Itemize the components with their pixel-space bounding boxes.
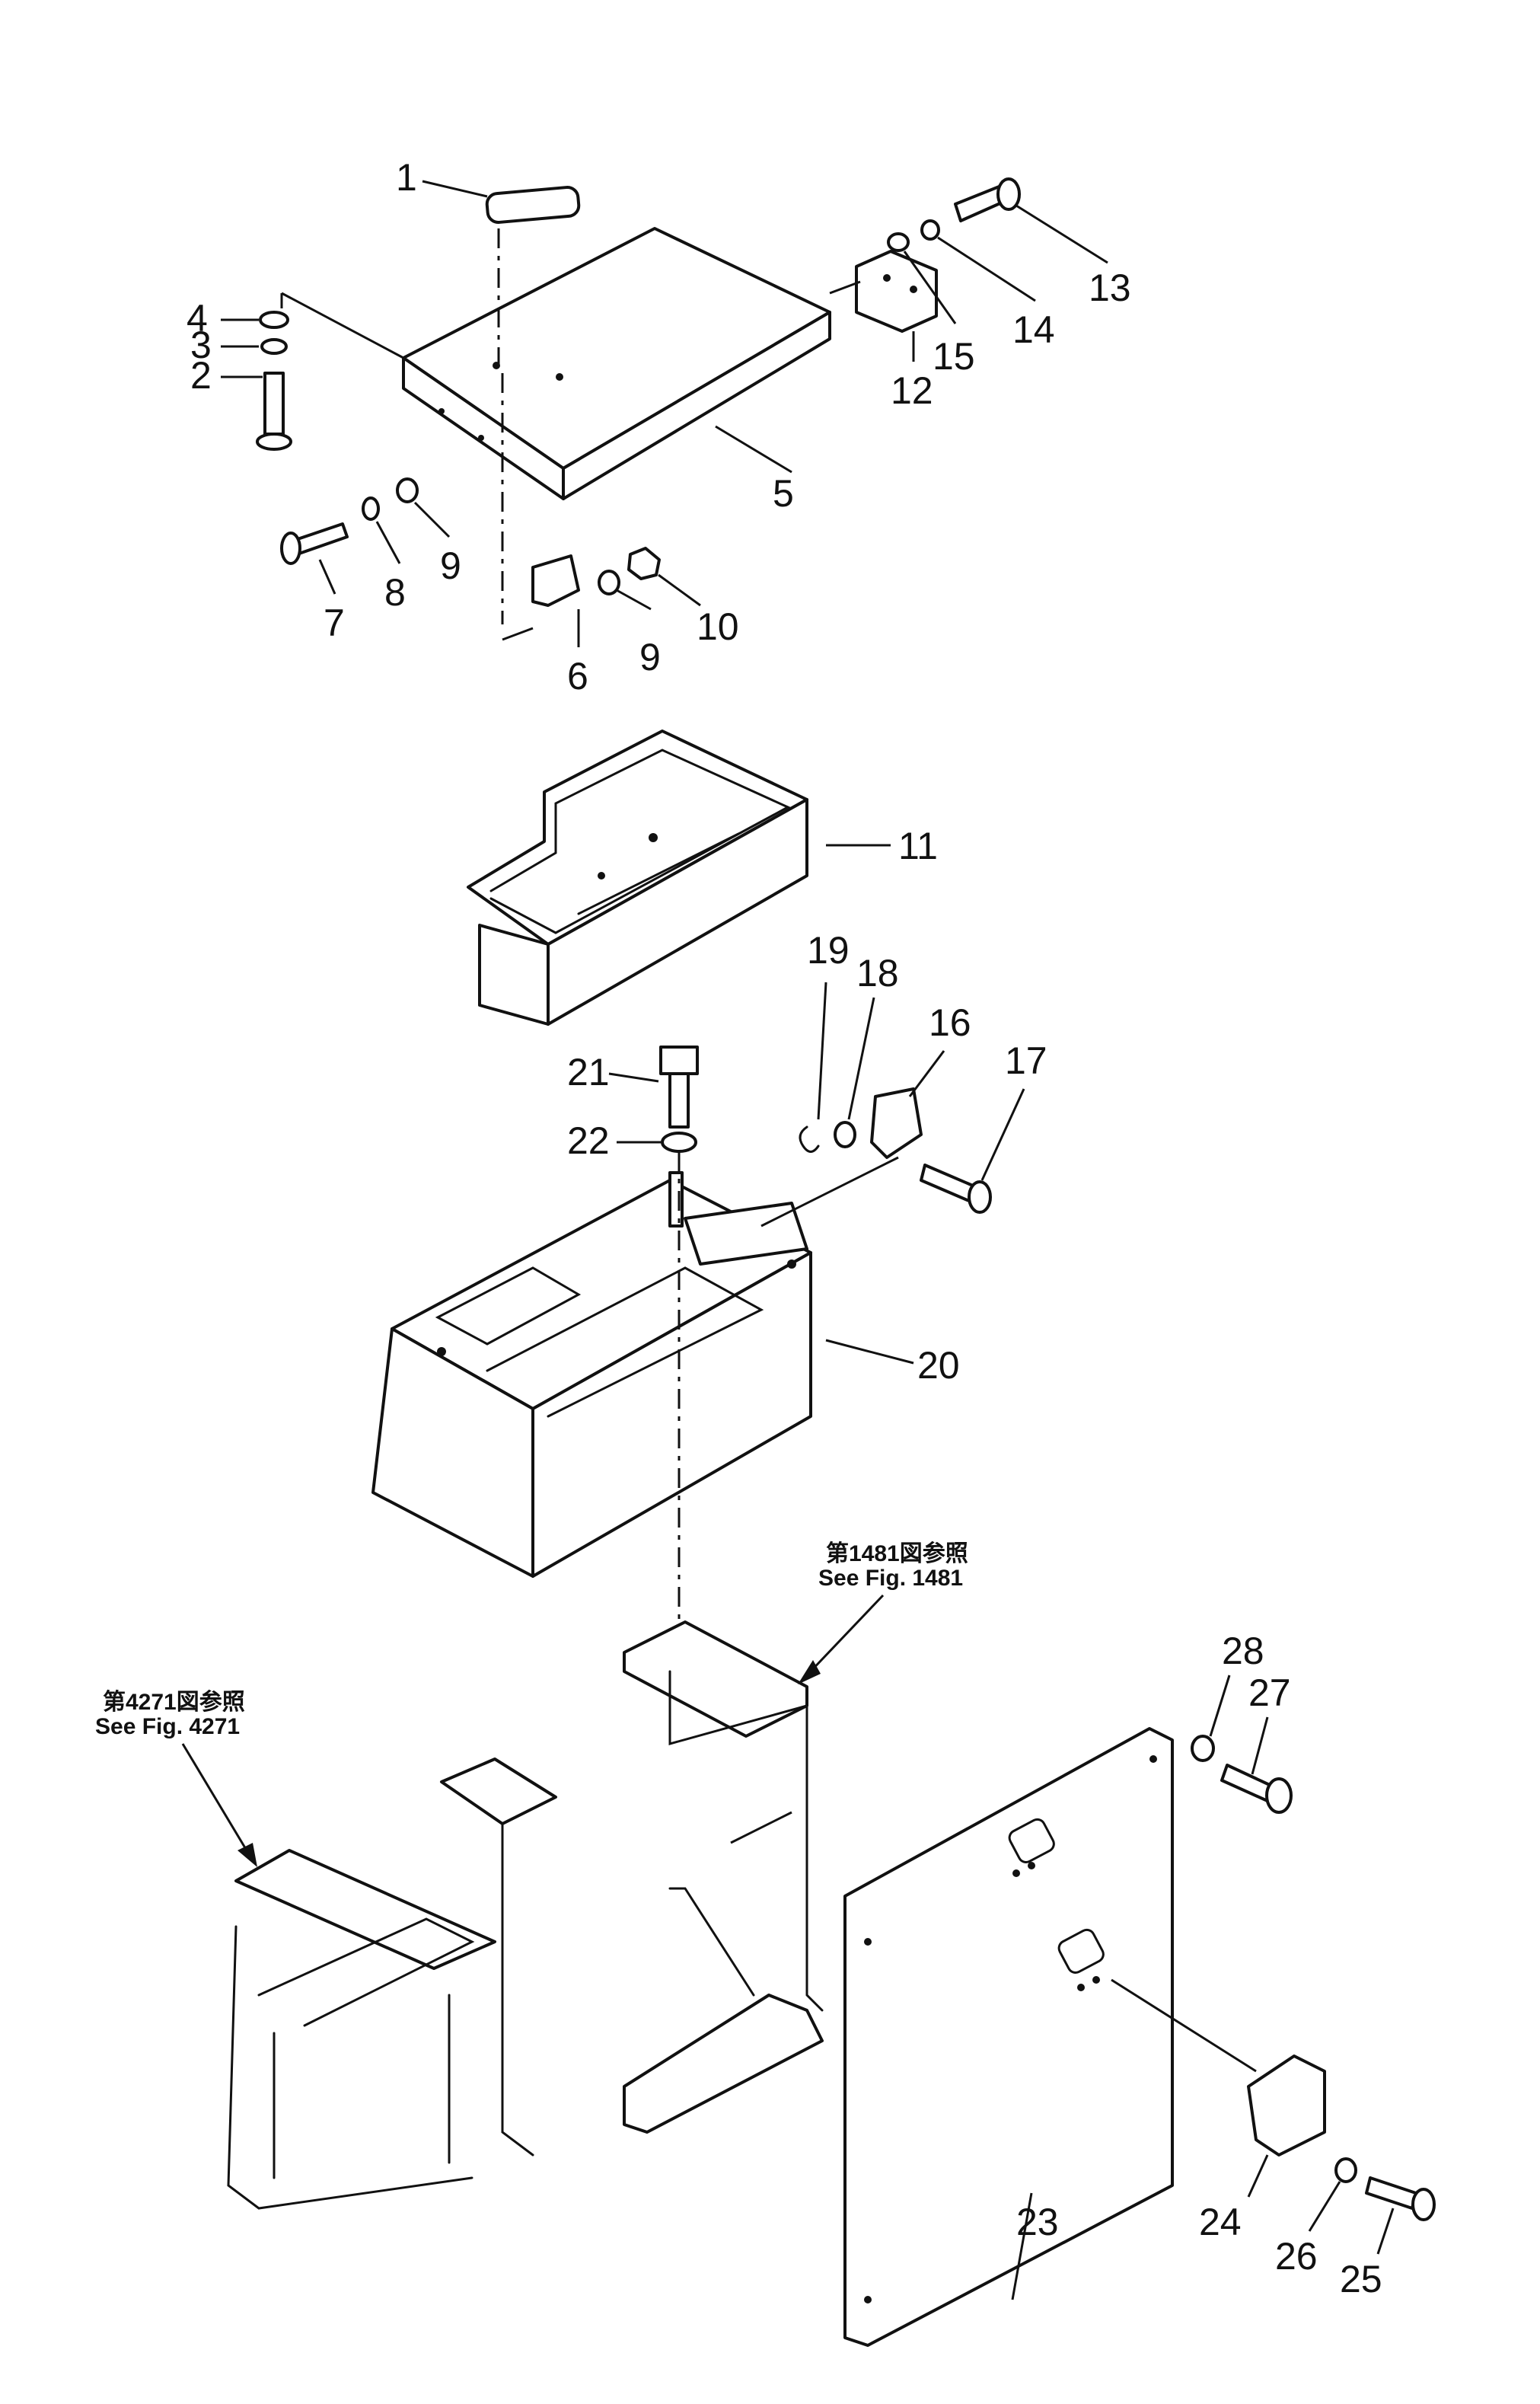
- frame-small-tab: [440, 1758, 557, 1825]
- spring-washer-14: [920, 219, 940, 241]
- callout-16: 16: [929, 1001, 971, 1044]
- callout-1: 1: [396, 156, 417, 199]
- washer-4: [259, 311, 289, 329]
- latch-24: [1247, 2054, 1326, 2157]
- frame-bottom-tab: [623, 1994, 824, 2134]
- callout-23: 23: [1016, 2201, 1059, 2243]
- frame-top-bracket: [623, 1620, 808, 1738]
- tray-side: [547, 798, 808, 1026]
- callout-18: 18: [856, 952, 899, 994]
- callout-6: 6: [567, 655, 588, 698]
- callout-2: 2: [190, 354, 212, 397]
- callout-15: 15: [933, 335, 975, 378]
- washer-9a: [396, 477, 419, 503]
- callout-7: 7: [324, 602, 345, 644]
- callout-19: 19: [807, 929, 850, 972]
- callouts: 1 2 3 4 5 6 7 8 9 9 10 11 12 13 14 15 16…: [187, 156, 1395, 2300]
- washer-22: [661, 1132, 697, 1153]
- tray-front: [478, 924, 550, 1026]
- ref-fig1481-arrow: [805, 1594, 885, 1677]
- frame-left-plate: [234, 1849, 496, 1970]
- callout-26: 26: [1275, 2235, 1318, 2278]
- callout-14: 14: [1012, 308, 1055, 351]
- callout-9a: 9: [440, 544, 461, 587]
- latch-16: [870, 1087, 923, 1159]
- callout-13: 13: [1089, 267, 1131, 309]
- tray-assembly: [467, 730, 808, 1026]
- console-box: [371, 1046, 992, 1675]
- callout-25: 25: [1340, 2258, 1382, 2300]
- handle-grip: [485, 186, 581, 224]
- washer-26: [1334, 2157, 1357, 2183]
- washer-9b: [598, 570, 620, 595]
- ref-fig4271-jp: 第4271図参照: [103, 1689, 245, 1715]
- ref-fig1481-jp: 第1481図参照: [826, 1540, 968, 1566]
- reference-notes: 第1481図参照 See Fig. 1481 第4271図参照 See Fig.…: [95, 1540, 968, 1867]
- bracket-6: [531, 554, 580, 607]
- callout-10: 10: [697, 605, 739, 648]
- frame-assembly: [227, 1620, 1436, 2347]
- lid-side-face: [562, 311, 831, 500]
- washer-28: [1191, 1735, 1215, 1762]
- lid-assembly: [256, 177, 1021, 641]
- ref-fig1481-en: See Fig. 1481: [818, 1566, 963, 1591]
- nut-10: [627, 547, 661, 580]
- callout-5: 5: [773, 472, 794, 515]
- callout-9b: 9: [639, 636, 661, 678]
- callout-11: 11: [898, 825, 938, 867]
- callout-17: 17: [1005, 1039, 1047, 1082]
- bolt-21: [668, 1072, 690, 1129]
- callout-24: 24: [1199, 2201, 1242, 2243]
- callout-22: 22: [567, 1119, 610, 1162]
- callout-12: 12: [891, 369, 933, 412]
- spring-washer-3: [260, 338, 288, 355]
- callout-28: 28: [1222, 1630, 1264, 1672]
- cotter-pin-19: [799, 1125, 820, 1153]
- box-side-face: [531, 1251, 812, 1578]
- box-bracket-post: [668, 1171, 684, 1228]
- ref-fig4271-en: See Fig. 4271: [95, 1714, 240, 1739]
- bolt-25: [1365, 2176, 1417, 2210]
- spring-washer-8: [362, 496, 380, 521]
- callout-20: 20: [917, 1344, 960, 1387]
- ref-fig4271-arrow: [181, 1743, 253, 1859]
- callout-8: 8: [384, 571, 406, 614]
- callout-27: 27: [1248, 1671, 1291, 1714]
- hinge-plate: [855, 250, 938, 333]
- bolt-27: [1220, 1764, 1273, 1802]
- washer-18: [834, 1121, 856, 1148]
- callout-4: 4: [187, 297, 208, 340]
- washer-15: [887, 232, 910, 252]
- callout-3: 3: [190, 324, 212, 366]
- callout-21: 21: [567, 1051, 610, 1093]
- side-panel-23: [843, 1727, 1174, 2347]
- bolt-2: [263, 372, 285, 436]
